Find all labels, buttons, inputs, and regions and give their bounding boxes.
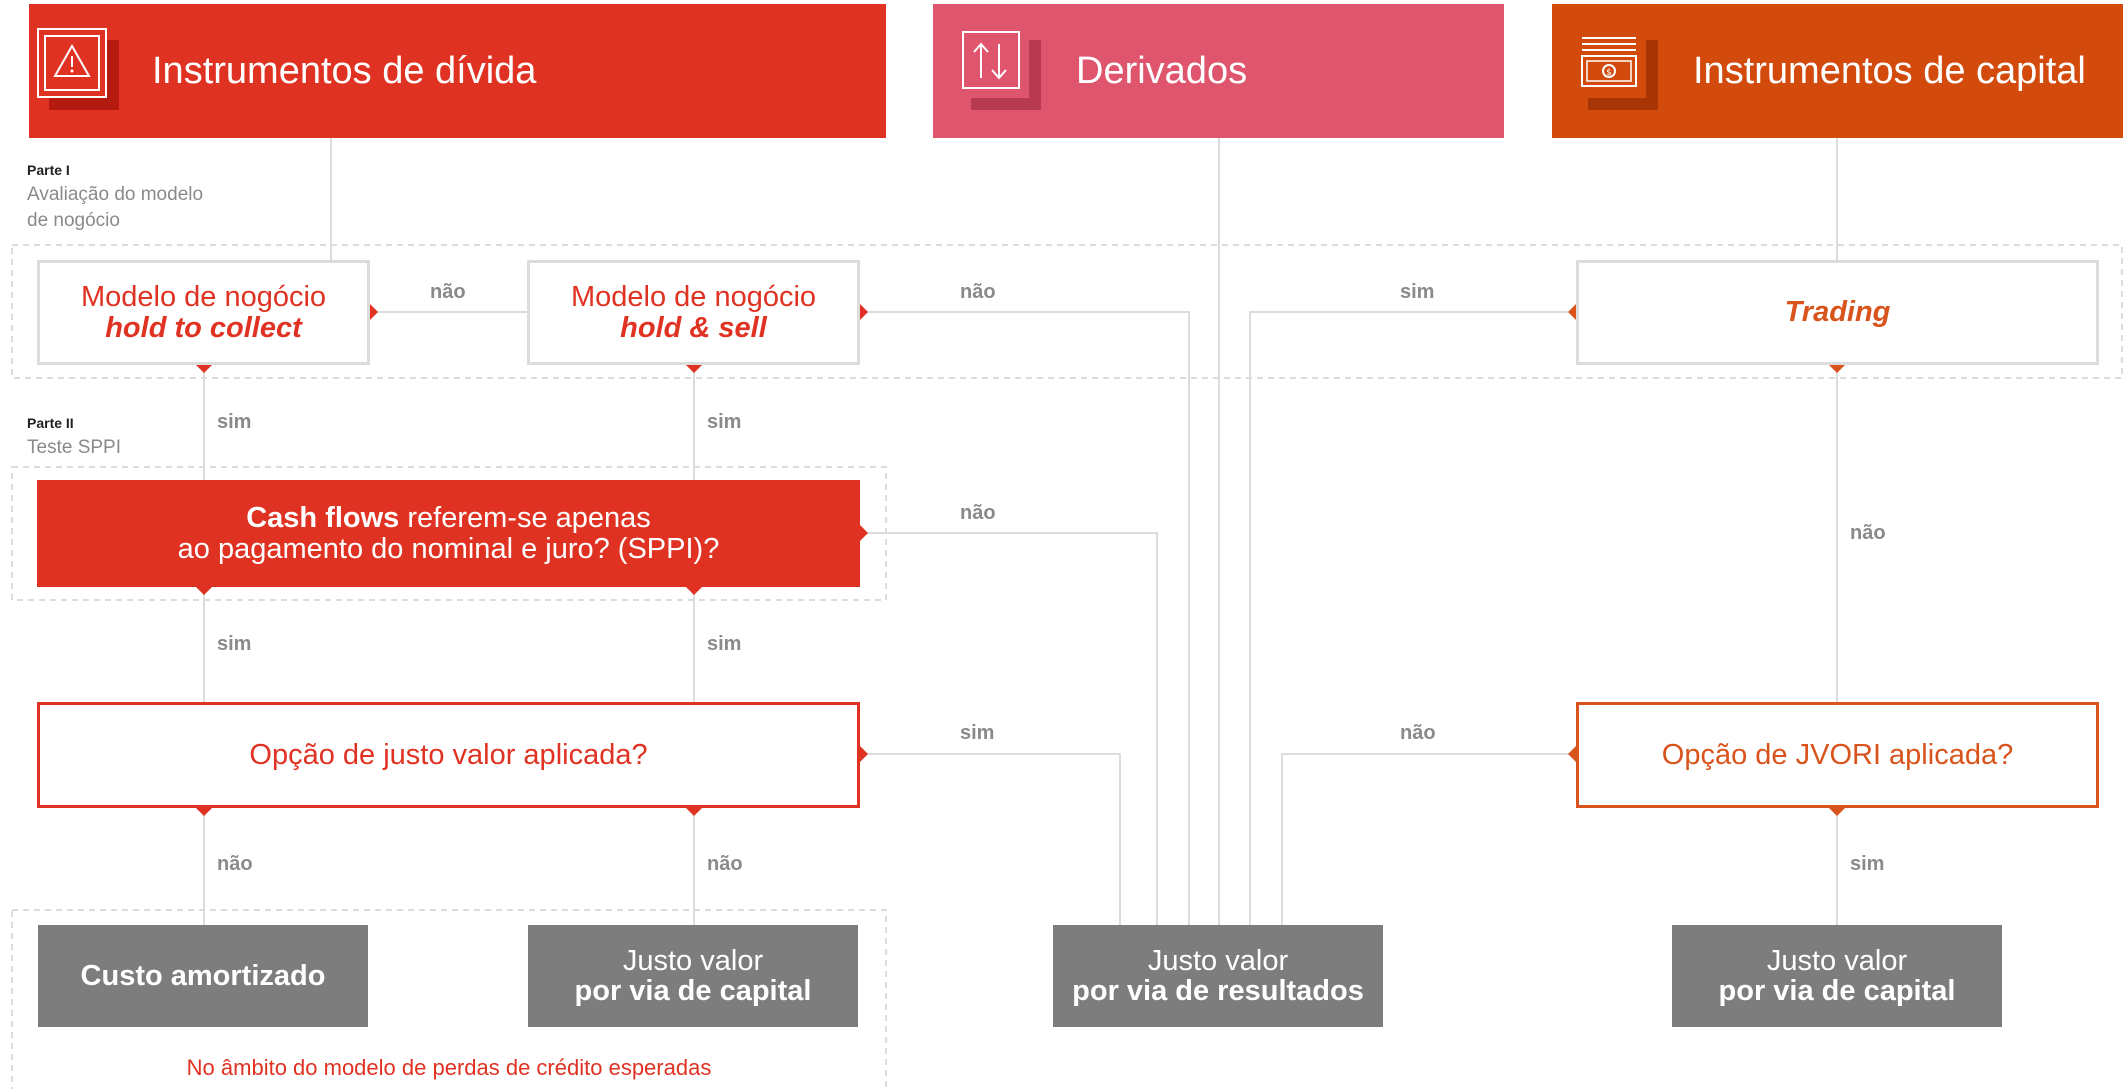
label-no-hs-to-fvtpl: não xyxy=(960,281,996,303)
box-hold-and-sell: Modelo de nogócio hold & sell xyxy=(527,260,860,365)
arrow-marker xyxy=(686,587,702,595)
htc-line2: hold to collect xyxy=(105,311,302,344)
box-trading: Trading xyxy=(1576,260,2099,365)
label-yes-fvo-to-fvtpl: sim xyxy=(960,722,995,744)
label-no-jvori-to-fvtpl: não xyxy=(1400,722,1436,744)
banknote-stack-icon: $ xyxy=(1576,28,1658,110)
part1-line1: Avaliação do modelo xyxy=(27,184,204,205)
svg-text:$: $ xyxy=(1606,68,1612,78)
fvoci-debt-line1: Justo valor xyxy=(622,944,764,977)
warning-triangle-icon xyxy=(37,28,119,110)
header-equity-title: Instrumentos de capital xyxy=(1693,50,2086,92)
arrow-marker xyxy=(860,746,868,762)
part2-description: Teste SPPI xyxy=(27,437,121,458)
fvtpl-line2: por via de resultados xyxy=(1072,975,1364,1007)
box-hold-to-collect: Modelo de nogócio hold to collect xyxy=(37,260,370,365)
outcome-fvtpl: Justo valor por via de resultados xyxy=(1053,925,1383,1027)
outcome-fvoci-equity: Justo valor por via de capital xyxy=(1672,925,2002,1027)
arrow-marker xyxy=(1568,746,1576,762)
box-jvori-option: Opção de JVORI aplicada? xyxy=(1576,702,2099,808)
header-debt-title: Instrumentos de dívida xyxy=(152,50,537,92)
arrow-marker xyxy=(860,304,868,320)
part1-tag: Parte I xyxy=(27,162,70,178)
outcome-frame xyxy=(11,909,887,1089)
header-debt: Instrumentos de dívida xyxy=(29,4,886,138)
arrow-marker xyxy=(196,808,212,816)
label-yes-jvori-to-fvoci: sim xyxy=(1850,853,1885,875)
arrow-marker xyxy=(1568,304,1576,320)
arrow-marker xyxy=(686,808,702,816)
fvoci-debt-line2: por via de capital xyxy=(574,975,812,1007)
label-no-htc-to-hs: não xyxy=(430,281,466,303)
fvtpl-line1: Justo valor xyxy=(1147,944,1289,977)
footnote-expected-credit-loss: No âmbito do modelo de perdas de crédito… xyxy=(186,1055,712,1080)
fvoci-equity-line1: Justo valor xyxy=(1766,944,1908,977)
label-yes-trading-to-fvtpl: sim xyxy=(1400,281,1435,303)
part1-description: Avaliação do modelo de nogócio xyxy=(27,182,203,233)
header-derivatives: Derivados xyxy=(933,4,1504,138)
sppi-line1-rest: referem-se apenas xyxy=(399,502,651,535)
hs-line2: hold & sell xyxy=(620,311,767,344)
arrow-marker xyxy=(196,587,212,595)
arrow-marker xyxy=(686,365,702,373)
label-no-fvo-to-amortised: não xyxy=(217,853,253,875)
label-no-trading-to-jvori: não xyxy=(1850,522,1886,544)
part1-line2: de nogócio xyxy=(27,209,120,231)
label-yes-hs-to-sppi: sim xyxy=(707,411,742,433)
arrow-marker xyxy=(1829,808,1845,816)
arrow-marker xyxy=(370,304,378,320)
sppi-line2: ao pagamento do nominal e juro? (SPPI)? xyxy=(177,532,720,565)
box-fair-value-option: Opção de justo valor aplicada? xyxy=(37,702,860,808)
htc-line1: Modelo de nogócio xyxy=(80,281,327,314)
sppi-line1: Cash flows referem-se apenas xyxy=(246,503,651,533)
label-yes-htc-to-sppi: sim xyxy=(217,411,252,433)
box-sppi-test: Cash flows referem-se apenas ao pagament… xyxy=(37,480,860,587)
outcome-fvoci-debt: Justo valor por via de capital xyxy=(528,925,858,1027)
sppi-bold: Cash flows xyxy=(246,502,400,535)
label-no-fvo-to-fvoci: não xyxy=(707,853,743,875)
header-derivatives-title: Derivados xyxy=(1076,50,1248,92)
arrows-up-down-icon xyxy=(959,28,1041,110)
header-equity: $ Instrumentos de capital xyxy=(1552,4,2123,138)
part2-tag: Parte II xyxy=(27,415,74,431)
arrow-marker xyxy=(1829,365,1845,373)
arrow-marker xyxy=(196,365,212,373)
label-yes-sppi-to-fvo-right: sim xyxy=(707,633,742,655)
trading-text: Trading xyxy=(1784,296,1891,329)
label-no-sppi-to-fvtpl: não xyxy=(960,502,996,524)
header-debt-band xyxy=(29,4,886,138)
amortised-text: Custo amortizado xyxy=(80,959,326,992)
label-yes-sppi-to-fvo-left: sim xyxy=(217,633,252,655)
outcome-amortised-cost: Custo amortizado xyxy=(38,925,368,1027)
hs-line1: Modelo de nogócio xyxy=(570,281,817,314)
fvo-text: Opção de justo valor aplicada? xyxy=(249,738,648,771)
arrow-marker xyxy=(860,525,868,541)
fvoci-equity-line2: por via de capital xyxy=(1718,975,1956,1007)
jvori-text: Opção de JVORI aplicada? xyxy=(1661,738,2014,771)
